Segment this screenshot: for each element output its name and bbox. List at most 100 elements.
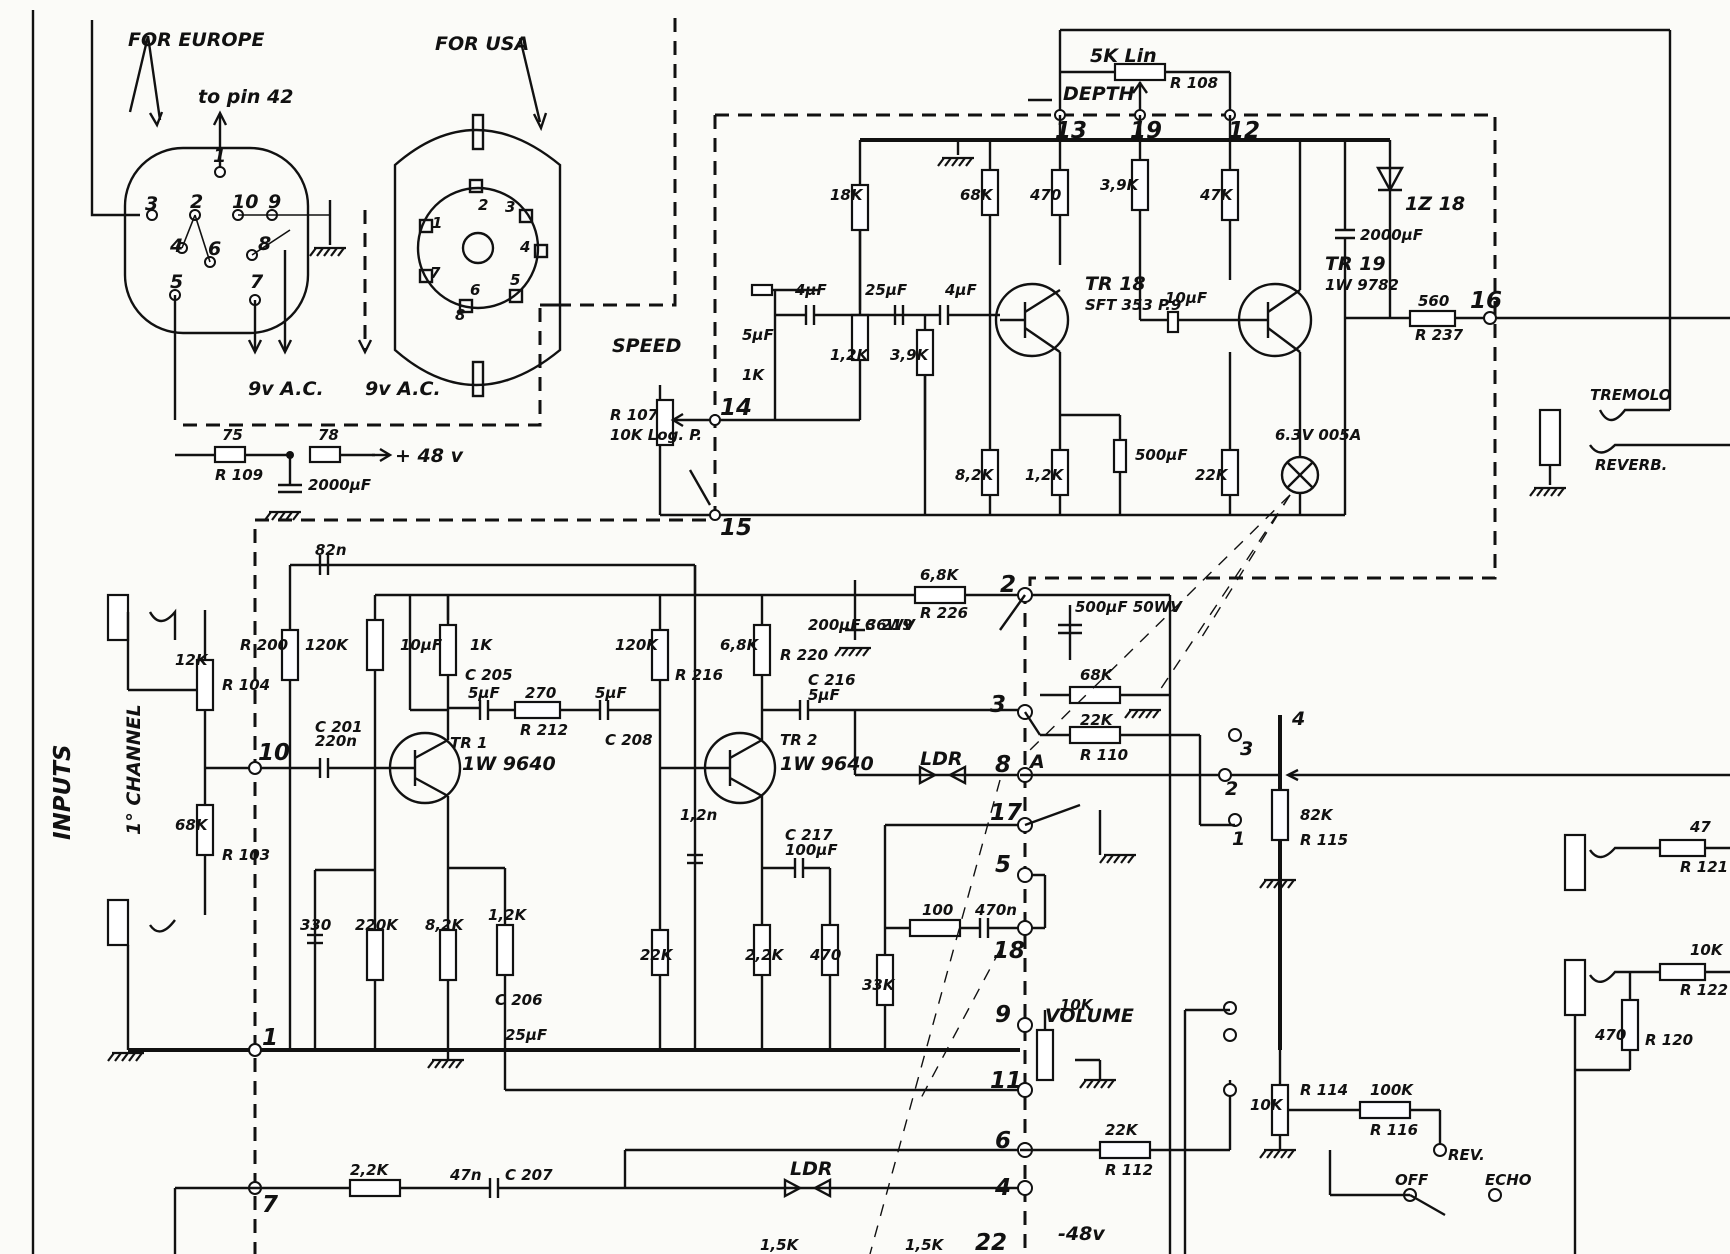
- r78-value: 78: [318, 426, 339, 444]
- svg-text:4: 4: [169, 235, 183, 257]
- terminal-node: [1017, 1017, 1033, 1033]
- r15kb-value: 1,5K: [905, 1236, 945, 1254]
- r18k-value: 18K: [830, 186, 864, 204]
- terminal-7-label: 7: [262, 1192, 278, 1218]
- off-label: OFF: [1395, 1171, 1429, 1189]
- c207-value: 47n: [449, 1166, 482, 1184]
- tr18-ref: TR 18: [1085, 273, 1146, 295]
- r226-ref: R 226: [920, 604, 968, 622]
- r216-value: 120K: [615, 636, 659, 654]
- r15ka-value: 1,5K: [760, 1236, 800, 1254]
- terminal-4-label: 4: [994, 1175, 1011, 1201]
- r122-ref: R 122: [1680, 981, 1728, 999]
- r121-value: 47: [1689, 818, 1711, 836]
- r116-ref: R 116: [1370, 1121, 1418, 1139]
- c208-value: 5μF: [595, 684, 627, 702]
- r110-ref: R 110: [1080, 746, 1128, 764]
- svg-text:5: 5: [170, 271, 183, 293]
- tr2-ref: TR 2: [780, 731, 817, 749]
- c205-ref: C 205: [465, 666, 513, 684]
- terminal-node: [1017, 1082, 1033, 1098]
- r212-value: 270: [525, 684, 556, 702]
- r237-ref: R 237: [1415, 326, 1464, 344]
- terminal-3-label: 3: [990, 692, 1006, 718]
- terminal-14-label: 14: [720, 395, 752, 421]
- c217-value: 1,2n: [680, 806, 717, 824]
- svg-text:1: 1: [432, 214, 442, 232]
- terminal-strip: 2 3 8 17 5 18 9 11 6 4 22 10 1 7 13 19 1…: [258, 118, 1730, 1254]
- r216-ref: R 216: [675, 666, 723, 684]
- r220-ref: R 220: [780, 646, 828, 664]
- c218-value: 25μF: [865, 281, 908, 299]
- input-jack-2[interactable]: [106, 593, 130, 642]
- volume-label: VOLUME: [1045, 1005, 1134, 1027]
- tremolo-oscillator: 5K Lin R 108 DEPTH SPEED R 107 10K Log. …: [253, 28, 1730, 1254]
- r114-value: 10K: [1250, 1096, 1284, 1114]
- c214-value: 5μF: [742, 326, 774, 344]
- lamp-value: 6.3V 005A: [1275, 426, 1361, 444]
- switch-pos-1: 1: [1232, 828, 1245, 850]
- r111-value: 22K: [1080, 711, 1114, 729]
- terminal-6-label: 6: [995, 1128, 1011, 1154]
- r120-ref: R 120: [1645, 1031, 1693, 1049]
- minus-48v-label: -48v: [1058, 1223, 1105, 1245]
- tremolo-label: TREMOLO: [1590, 386, 1672, 404]
- r232-value: 1,2K: [1025, 466, 1065, 484]
- terminal-node: [1017, 1180, 1033, 1196]
- svg-text:10: 10: [232, 191, 258, 213]
- svg-text:8: 8: [258, 233, 271, 255]
- c202-value: 82n: [315, 541, 347, 559]
- r115-value: 82K: [1300, 806, 1334, 824]
- speed-label: SPEED: [612, 335, 681, 357]
- r234-value: 3,9K: [1100, 176, 1140, 194]
- c216-value: 5μF: [808, 686, 840, 704]
- reverb-label: REVERB.: [1595, 456, 1667, 474]
- r103-ref: R 103: [222, 846, 270, 864]
- c205-value: 5μF: [468, 684, 500, 702]
- r107-value: 10K Log. P.: [610, 426, 702, 444]
- c217b-ref: C 217: [785, 826, 833, 844]
- r109-ref: R 109: [215, 466, 263, 484]
- terminal-9-label: 9: [995, 1002, 1011, 1028]
- r116-value: 100K: [1370, 1081, 1414, 1099]
- terminal-15-label: 15: [720, 515, 752, 541]
- tr18-value: SFT 353 P.9: [1085, 296, 1181, 314]
- first-channel-label: 1° CHANNEL: [123, 704, 145, 835]
- usa-octal-socket: [393, 128, 562, 387]
- europe-pin-numbers: 3 2 10 9 4 6 8 5 7 1: [145, 145, 281, 293]
- r230-value: 8,2K: [955, 466, 995, 484]
- c215-value: 4μF: [794, 281, 827, 299]
- r219-value: 2,2K: [745, 946, 785, 964]
- terminal-node: [1017, 867, 1033, 883]
- c206-value: 25μF: [505, 1026, 548, 1044]
- svg-text:9: 9: [268, 191, 281, 213]
- svg-text:6: 6: [470, 281, 480, 299]
- svg-text:2: 2: [478, 196, 488, 214]
- power-section: FOR EUROPE FOR USA to pin 42 9v A.C. 9v …: [90, 18, 677, 522]
- for-europe-label: FOR EUROPE: [128, 29, 264, 51]
- svg-text:8: 8: [455, 306, 465, 324]
- r207-value: 8,2K: [425, 916, 465, 934]
- tremolo-reverb-jack: TREMOLO REVERB.: [1528, 386, 1730, 498]
- r109a-value: 10K: [1060, 996, 1094, 1014]
- terminal-12-label: 12: [1228, 118, 1260, 144]
- r233-value: 470: [1029, 186, 1061, 204]
- europe-octal-socket: [123, 146, 310, 335]
- r220-value: 6,8K: [720, 636, 760, 654]
- r208-value: 2,2K: [350, 1161, 390, 1179]
- mechanical-links: [869, 494, 1291, 1254]
- r236-value: 47K: [1199, 186, 1234, 204]
- c217b-value: 100μF: [785, 841, 838, 859]
- c204-value: 10μF: [400, 636, 443, 654]
- input-jack-1[interactable]: [106, 898, 130, 947]
- c101-value: 500μF 50WV: [1075, 598, 1183, 616]
- r223-value: 33K: [862, 976, 896, 994]
- terminal-node: [1017, 920, 1033, 936]
- c207-ref: C 207: [505, 1166, 553, 1184]
- r104-value: 12K: [175, 651, 209, 669]
- r235-value: 22K: [1195, 466, 1229, 484]
- terminal-11-label: 11: [990, 1068, 1022, 1094]
- c225-value: 2000μF: [1360, 226, 1424, 244]
- r114-ref: R 114: [1300, 1081, 1348, 1099]
